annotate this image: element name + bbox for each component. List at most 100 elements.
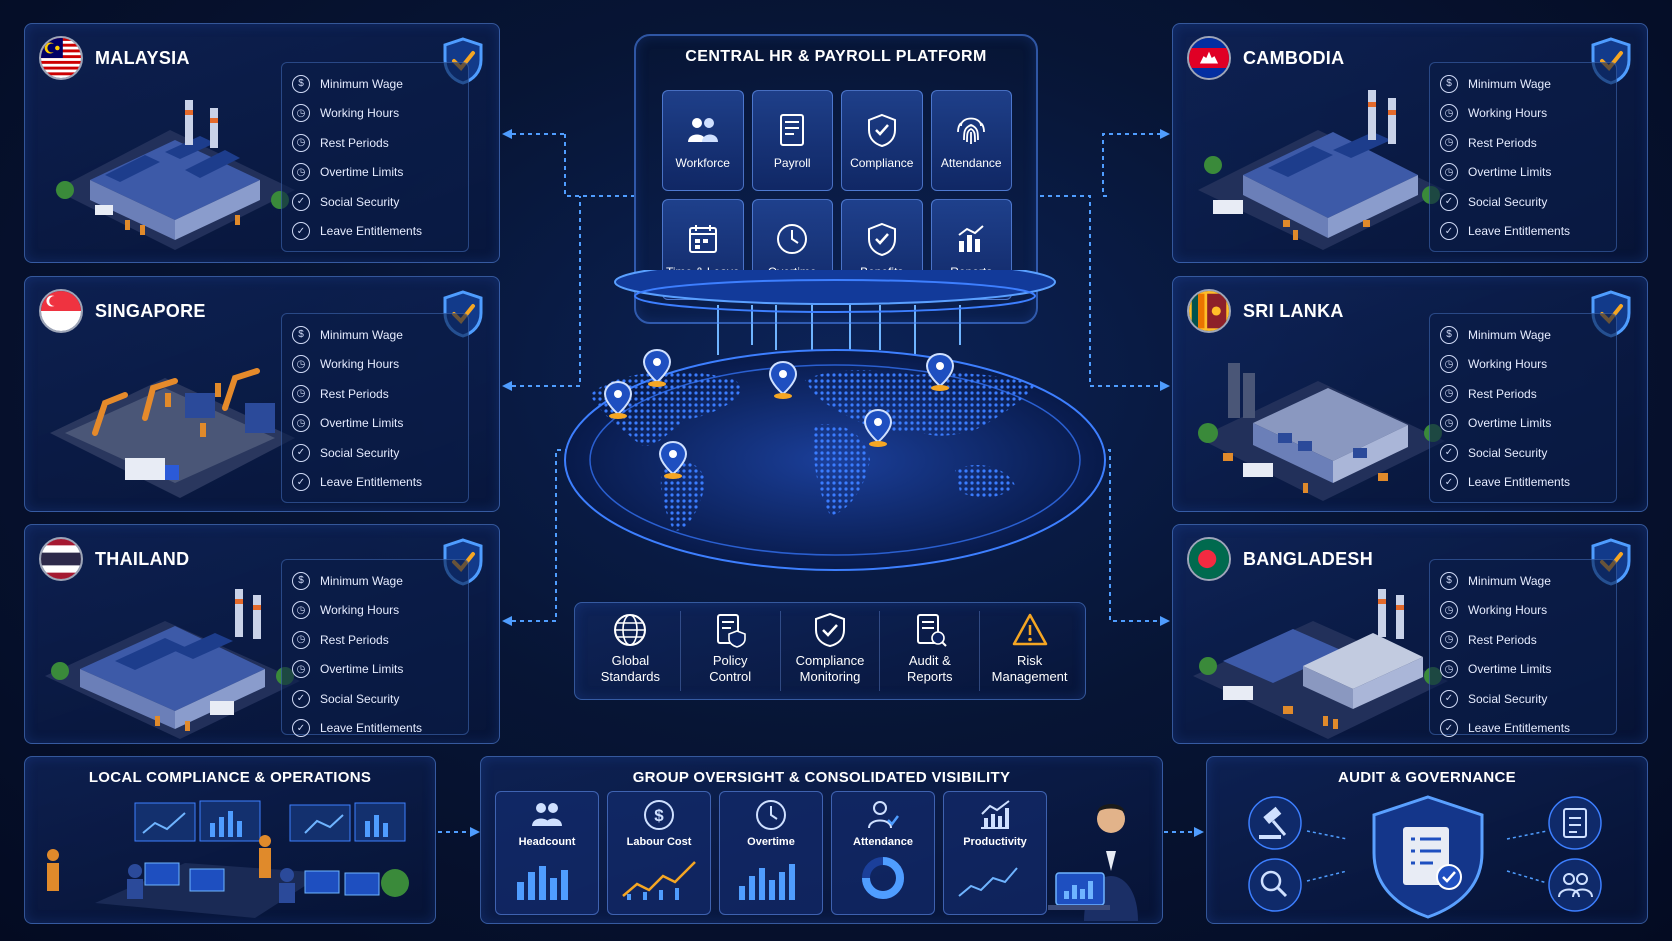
rule-item: ◷Rest Periods: [1440, 379, 1606, 409]
country-name: SRI LANKA: [1243, 300, 1344, 321]
clock-icon: ◷: [1440, 133, 1458, 152]
compliance-rules-list: $Minimum Wage ◷Working Hours ◷Rest Perio…: [1429, 62, 1617, 252]
clock-icon: ◷: [1440, 601, 1458, 620]
factory-illustration: [1183, 581, 1453, 741]
module-workforce[interactable]: Workforce: [662, 90, 744, 191]
country-panel-sri-lanka: SRI LANKA $Minimum Wage ◷Working Hours ◷…: [1172, 276, 1648, 512]
clock-icon: ◷: [1440, 630, 1458, 649]
fingerprint-icon: [957, 117, 986, 144]
people-icon: [1548, 858, 1602, 912]
svg-text:$: $: [654, 806, 664, 825]
rule-item: ✓Leave Entitlements: [1440, 714, 1606, 744]
flag-bangladesh-icon: [1187, 537, 1231, 581]
pillar-audit-reports[interactable]: Audit & Reports: [880, 611, 981, 691]
pillar-risk-management[interactable]: Risk Management: [980, 611, 1079, 691]
gavel-icon: [1248, 796, 1302, 850]
country-panel-thailand: THAILAND $Minimum Wage ◷Working Hours ◷R…: [24, 524, 500, 744]
overtime-bars: [739, 864, 795, 900]
magnifier-icon: [1248, 858, 1302, 912]
shield-icon: ✓: [292, 192, 310, 211]
rule-item: ✓Social Security: [1440, 187, 1606, 217]
kpi-productivity[interactable]: Productivity: [943, 791, 1047, 915]
clock-icon: ◷: [292, 163, 310, 182]
rule-item: ◷Overtime Limits: [292, 158, 458, 188]
pillar-global-standards[interactable]: Global Standards: [581, 611, 681, 691]
rule-item: ◷Rest Periods: [292, 379, 458, 409]
factory-illustration: [1183, 80, 1453, 255]
rule-item: ◷Overtime Limits: [292, 409, 458, 439]
kpi-headcount[interactable]: Headcount: [495, 791, 599, 915]
rule-item: ◷Overtime Limits: [1440, 409, 1606, 439]
robot-assembly-illustration: [35, 333, 305, 508]
country-name: MALAYSIA: [95, 47, 190, 68]
dollar-icon: $: [1440, 325, 1458, 344]
governance-pillars: Global Standards Policy Control Complian…: [574, 602, 1086, 700]
country-panel-bangladesh: BANGLADESH $Minimum Wage ◷Working Hours …: [1172, 524, 1648, 744]
factory-illustration: [35, 80, 305, 255]
shield-icon: ✓: [292, 719, 310, 738]
rule-item: ◷Working Hours: [292, 350, 458, 380]
clock-icon: ◷: [1440, 355, 1458, 374]
country-name: CAMBODIA: [1243, 47, 1345, 68]
rule-item: ◷Working Hours: [1440, 596, 1606, 626]
users-icon: [687, 117, 718, 142]
kpi-labour-cost[interactable]: $ Labour Cost: [607, 791, 711, 915]
rule-item: ◷Working Hours: [292, 596, 458, 626]
shield-check-icon: [867, 222, 896, 256]
rule-item: ◷Rest Periods: [292, 128, 458, 158]
clock-icon: ◷: [1440, 384, 1458, 403]
kpi-overtime[interactable]: Overtime: [719, 791, 823, 915]
flag-thailand-icon: [39, 537, 83, 581]
central-title: CENTRAL HR & PAYROLL PLATFORM: [685, 48, 987, 65]
rule-item: ◷Working Hours: [1440, 350, 1606, 380]
dollar-icon: $: [644, 800, 674, 830]
user-check-icon: [868, 801, 899, 829]
bar-chart-icon: [958, 224, 984, 252]
compliance-rules-list: $Minimum Wage ◷Working Hours ◷Rest Perio…: [281, 559, 469, 738]
shield-icon: ✓: [1440, 443, 1458, 462]
pillar-compliance-monitoring[interactable]: Compliance Monitoring: [781, 611, 881, 691]
flag-cambodia-icon: [1187, 36, 1231, 80]
local-compliance-title: LOCAL COMPLIANCE & OPERATIONS: [88, 769, 372, 786]
rule-item: $Minimum Wage: [1440, 69, 1606, 99]
clock-icon: ◷: [292, 660, 310, 679]
country-panel-malaysia: MALAYSIA $Minimum Wage ◷Working Hours ◷R…: [24, 23, 500, 263]
shield-icon: ✓: [292, 443, 310, 462]
clock-icon: ◷: [292, 630, 310, 649]
shield-icon: ✓: [1440, 719, 1458, 738]
country-name: THAILAND: [95, 548, 190, 569]
kpi-attendance[interactable]: Attendance: [831, 791, 935, 915]
module-compliance[interactable]: Compliance: [841, 90, 923, 191]
shield-icon: ✓: [292, 689, 310, 708]
rule-item: $Minimum Wage: [292, 69, 458, 99]
factory-illustration: [35, 581, 305, 741]
rule-item: ◷Working Hours: [292, 99, 458, 129]
control-room-illustration: [47, 800, 409, 918]
module-payroll[interactable]: Payroll: [751, 90, 833, 191]
clock-icon: ◷: [1440, 163, 1458, 182]
shield-check-icon: [814, 612, 845, 648]
country-name: SINGAPORE: [95, 300, 206, 321]
country-name: BANGLADESH: [1243, 548, 1374, 569]
rule-item: $Minimum Wage: [1440, 566, 1606, 596]
warning-icon: [1012, 613, 1047, 646]
group-oversight-title: GROUP OVERSIGHT & CONSOLIDATED VISIBILIT…: [632, 769, 1011, 786]
checklist-icon: [1548, 796, 1602, 850]
headcount-bars: [517, 866, 568, 900]
rule-item: ◷Overtime Limits: [292, 655, 458, 685]
dollar-icon: $: [292, 325, 310, 344]
productivity-line: [958, 867, 1018, 897]
rule-item: $Minimum Wage: [292, 566, 458, 596]
users-icon: [532, 803, 562, 826]
rule-item: ✓Social Security: [292, 438, 458, 468]
platform-modules: Workforce Payroll Compliance Attendance …: [662, 90, 1012, 300]
clock-icon: ◷: [292, 355, 310, 374]
compliance-rules-list: $Minimum Wage ◷Working Hours ◷Rest Perio…: [281, 62, 469, 252]
globe-icon: [614, 614, 647, 646]
module-attendance[interactable]: Attendance: [930, 90, 1012, 191]
trend-chart-icon: [981, 800, 1010, 829]
pillar-policy-control[interactable]: Policy Control: [681, 611, 781, 691]
labour-cost-line: [622, 861, 696, 900]
rule-item: $Minimum Wage: [1440, 320, 1606, 350]
clock-icon: ◷: [292, 104, 310, 123]
